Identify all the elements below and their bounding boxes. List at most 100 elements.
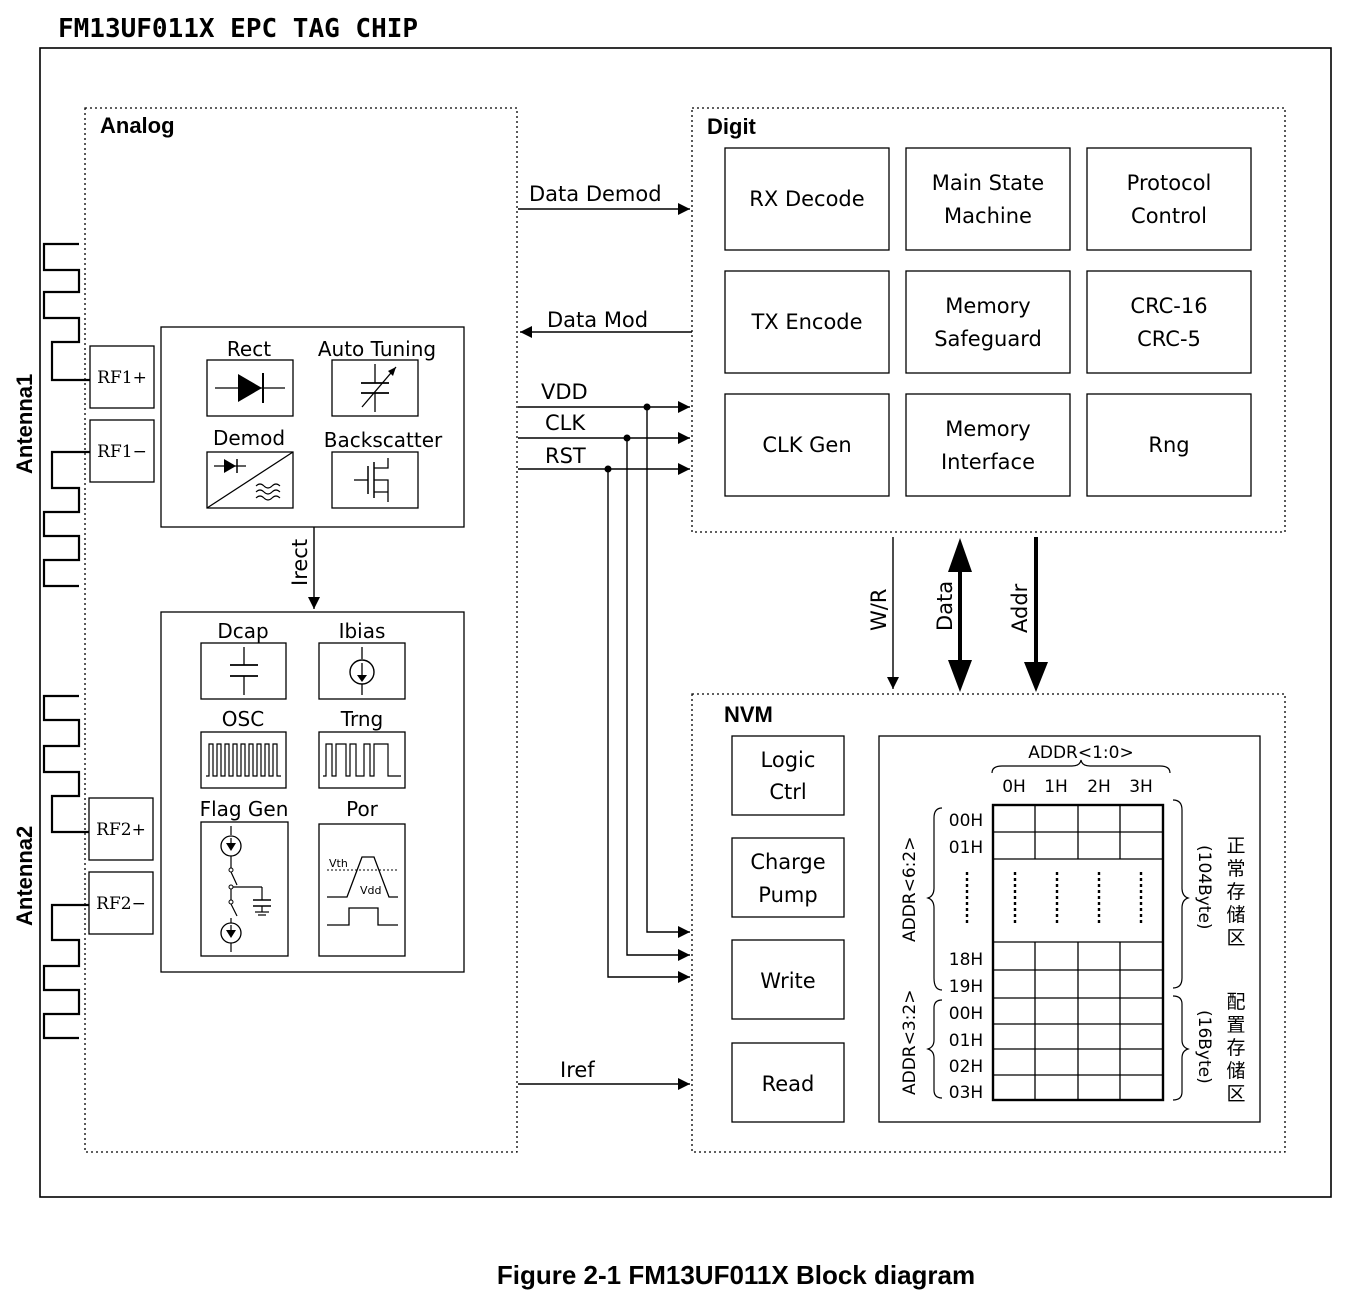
row-main-01h: 01H bbox=[949, 838, 983, 858]
tx-encode-label: TX Encode bbox=[750, 310, 862, 334]
power-block bbox=[160, 611, 465, 973]
row-cfg-03h: 03H bbox=[949, 1083, 983, 1103]
rx-decode-block bbox=[724, 147, 890, 251]
crc-block bbox=[1086, 270, 1252, 374]
rf1-pos-label: RF1+ bbox=[97, 368, 147, 388]
addr-cfg-label: ADDR<3:2> bbox=[900, 990, 920, 1095]
ibias-label: Ibias bbox=[339, 619, 386, 643]
crc16-label: CRC-16 bbox=[1130, 294, 1207, 318]
nvm-label: NVM bbox=[724, 702, 773, 727]
auto-tuning-label: Auto Tuning bbox=[318, 337, 436, 361]
data-mod-label: Data Mod bbox=[547, 308, 648, 332]
rf2-pos-pad bbox=[88, 797, 154, 861]
nvm-section bbox=[691, 693, 1286, 1153]
main-cn-2: 常 bbox=[1226, 858, 1245, 880]
digit-label: Digit bbox=[707, 114, 757, 139]
cfg-cn-3: 存 bbox=[1226, 1037, 1245, 1059]
col-1h: 1H bbox=[1044, 777, 1068, 797]
col-2h: 2H bbox=[1087, 777, 1111, 797]
rng-block bbox=[1086, 393, 1252, 497]
demod-label: Demod bbox=[213, 426, 285, 450]
chip-title: FM13UF011X EPC TAG CHIP bbox=[58, 14, 418, 44]
rx-decode-label: RX Decode bbox=[749, 187, 864, 211]
main-state-label-2: Machine bbox=[944, 204, 1032, 228]
iref-label: Iref bbox=[560, 1058, 595, 1082]
cfg-size-label: (16Byte) bbox=[1194, 1010, 1214, 1084]
antenna1: RF1+ RF1− Antenna1 bbox=[12, 242, 155, 588]
row-cfg-00h: 00H bbox=[949, 1004, 983, 1024]
flag-gen-label: Flag Gen bbox=[200, 797, 289, 821]
chip-border bbox=[39, 47, 1332, 1198]
data-demod-label: Data Demod bbox=[529, 182, 662, 206]
clk-label: CLK bbox=[545, 411, 586, 435]
rst-label: RST bbox=[545, 444, 586, 468]
row-cfg-02h: 02H bbox=[949, 1057, 983, 1077]
addr-bus-label: Addr bbox=[1008, 583, 1032, 633]
figure-caption: Figure 2-1 FM13UF011X Block diagram bbox=[497, 1260, 975, 1290]
rng-label: Rng bbox=[1148, 433, 1189, 457]
rf2-neg-label: RF2− bbox=[96, 894, 146, 914]
memory-grid bbox=[991, 803, 1165, 1102]
mem-if-label-1: Memory bbox=[945, 417, 1030, 441]
por-vth-label: Vth bbox=[329, 857, 348, 870]
read-block bbox=[731, 1042, 845, 1123]
diode-icon bbox=[206, 359, 294, 417]
ctrl-label: Ctrl bbox=[769, 780, 806, 804]
demodulator-icon bbox=[206, 451, 294, 509]
rf1-neg-label: RF1− bbox=[97, 442, 147, 462]
protocol-label-1: Protocol bbox=[1127, 171, 1212, 195]
memory-safeguard-block bbox=[905, 270, 1071, 374]
logic-ctrl-block bbox=[731, 735, 845, 816]
main-size-label: (104Byte) bbox=[1194, 845, 1214, 930]
por-vdd-label: Vdd bbox=[360, 884, 382, 897]
trng-label: Trng bbox=[340, 707, 384, 731]
cfg-cn-1: 配 bbox=[1226, 991, 1245, 1013]
mem-safe-label-2: Safeguard bbox=[934, 327, 1042, 351]
main-cn-5: 区 bbox=[1226, 927, 1245, 949]
write-block bbox=[731, 939, 845, 1020]
logic-label: Logic bbox=[761, 748, 816, 772]
antenna1-label: Antenna1 bbox=[12, 374, 37, 474]
main-cn-1: 正 bbox=[1226, 835, 1245, 857]
col-0h: 0H bbox=[1002, 777, 1026, 797]
rf2-pos-label: RF2+ bbox=[96, 820, 146, 840]
addr-main-label: ADDR<6:2> bbox=[900, 837, 920, 942]
rf2-neg-pad bbox=[88, 871, 154, 935]
cfg-cn-4: 储 bbox=[1226, 1060, 1245, 1082]
transistor-icon bbox=[331, 451, 419, 509]
pump-label: Pump bbox=[758, 883, 817, 907]
rf-frontend-block bbox=[160, 326, 465, 528]
data-bus-label: Data bbox=[933, 581, 957, 631]
current-source-icon bbox=[318, 642, 406, 700]
tx-encode-block bbox=[724, 270, 890, 374]
random-wave-icon bbox=[318, 731, 406, 789]
row-main-19h: 19H bbox=[949, 977, 983, 997]
charge-label: Charge bbox=[750, 850, 825, 874]
write-label: Write bbox=[760, 969, 815, 993]
mem-if-label-2: Interface bbox=[941, 450, 1035, 474]
charge-pump-block bbox=[731, 837, 845, 918]
protocol-label-2: Control bbox=[1131, 204, 1207, 228]
clk-gen-label: CLK Gen bbox=[762, 433, 851, 457]
oscillator-icon bbox=[200, 731, 287, 789]
row-cfg-01h: 01H bbox=[949, 1031, 983, 1051]
cfg-cn-5: 区 bbox=[1226, 1083, 1245, 1105]
main-cn-4: 储 bbox=[1226, 904, 1245, 926]
protocol-control-block bbox=[1086, 147, 1252, 251]
cfg-cn-2: 置 bbox=[1226, 1014, 1245, 1036]
crc5-label: CRC-5 bbox=[1137, 327, 1201, 351]
dcap-label: Dcap bbox=[217, 619, 268, 643]
main-cn-3: 存 bbox=[1226, 881, 1245, 903]
rf1-neg-pad bbox=[89, 419, 155, 483]
clk-gen-block bbox=[724, 393, 890, 497]
rf1-pos-pad bbox=[89, 345, 155, 409]
memory-interface-block bbox=[905, 393, 1071, 497]
row-main-00h: 00H bbox=[949, 811, 983, 831]
analog-label: Analog bbox=[100, 113, 175, 138]
osc-label: OSC bbox=[222, 707, 264, 731]
row-main-18h: 18H bbox=[949, 950, 983, 970]
digit-section bbox=[691, 107, 1286, 533]
rect-label: Rect bbox=[227, 337, 271, 361]
capacitor-icon bbox=[200, 642, 287, 700]
